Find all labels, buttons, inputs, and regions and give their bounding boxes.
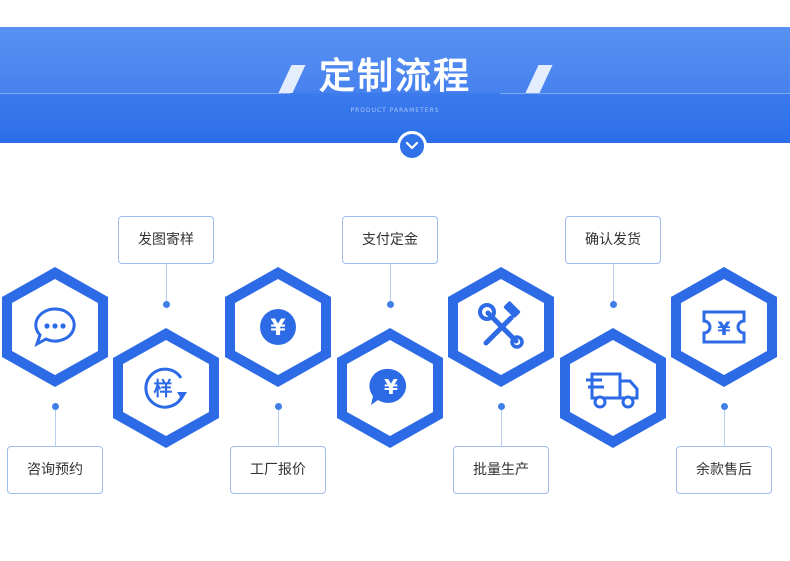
step-label-confirm-shipping: 确认发货 xyxy=(565,216,661,264)
banner-line-left xyxy=(0,93,290,94)
connector-line xyxy=(390,264,391,304)
svg-text:¥: ¥ xyxy=(384,375,398,399)
connector-dot xyxy=(275,403,282,410)
step-label-pay-deposit: 支付定金 xyxy=(342,216,438,264)
svg-text:样: 样 xyxy=(153,377,172,400)
step-hexagon-mass-production xyxy=(448,267,554,387)
connector-dot xyxy=(721,403,728,410)
header-banner xyxy=(0,27,790,143)
chevron-down-icon[interactable] xyxy=(397,131,427,161)
connector-dot xyxy=(163,301,170,308)
svg-text:¥: ¥ xyxy=(270,316,286,341)
sample-stamp-icon: 样 xyxy=(144,367,187,409)
step-hexagon-balance-aftersales: ¥ xyxy=(671,267,777,387)
connector-dot xyxy=(498,403,505,410)
connector-line xyxy=(501,407,502,447)
step-hexagon-consultation xyxy=(2,267,108,387)
page-title: 定制流程 xyxy=(318,56,471,97)
connector-dot xyxy=(610,301,617,308)
svg-text:¥: ¥ xyxy=(717,318,730,340)
yen-chat-icon: ¥ xyxy=(369,368,407,405)
page-subtitle: PRODUCT PARAMETERS xyxy=(350,107,440,114)
hammer-wrench-icon xyxy=(478,301,524,349)
connector-line xyxy=(724,407,725,447)
connector-dot xyxy=(387,301,394,308)
yen-coin-icon: ¥ xyxy=(260,309,296,345)
delivery-truck-icon xyxy=(586,372,639,409)
connector-line xyxy=(166,264,167,304)
chat-bubble-icon xyxy=(34,307,76,348)
step-label-mass-production: 批量生产 xyxy=(453,446,549,494)
connector-line xyxy=(613,264,614,304)
step-hexagon-factory-quote: ¥ xyxy=(225,267,331,387)
step-label-send-sample: 发图寄样 xyxy=(118,216,214,264)
step-hexagon-pay-deposit: ¥ xyxy=(337,328,443,448)
step-hexagon-send-sample: 样 xyxy=(113,328,219,448)
connector-dot xyxy=(52,403,59,410)
connector-line xyxy=(55,407,56,447)
yen-ticket-icon: ¥ xyxy=(702,310,746,344)
step-label-balance-aftersales: 余款售后 xyxy=(676,446,772,494)
step-label-factory-quote: 工厂报价 xyxy=(230,446,326,494)
step-label-consultation: 咨询预约 xyxy=(7,446,103,494)
banner-line-right xyxy=(500,93,790,94)
step-hexagon-confirm-shipping xyxy=(560,328,666,448)
connector-line xyxy=(278,407,279,447)
banner-band xyxy=(0,27,790,93)
